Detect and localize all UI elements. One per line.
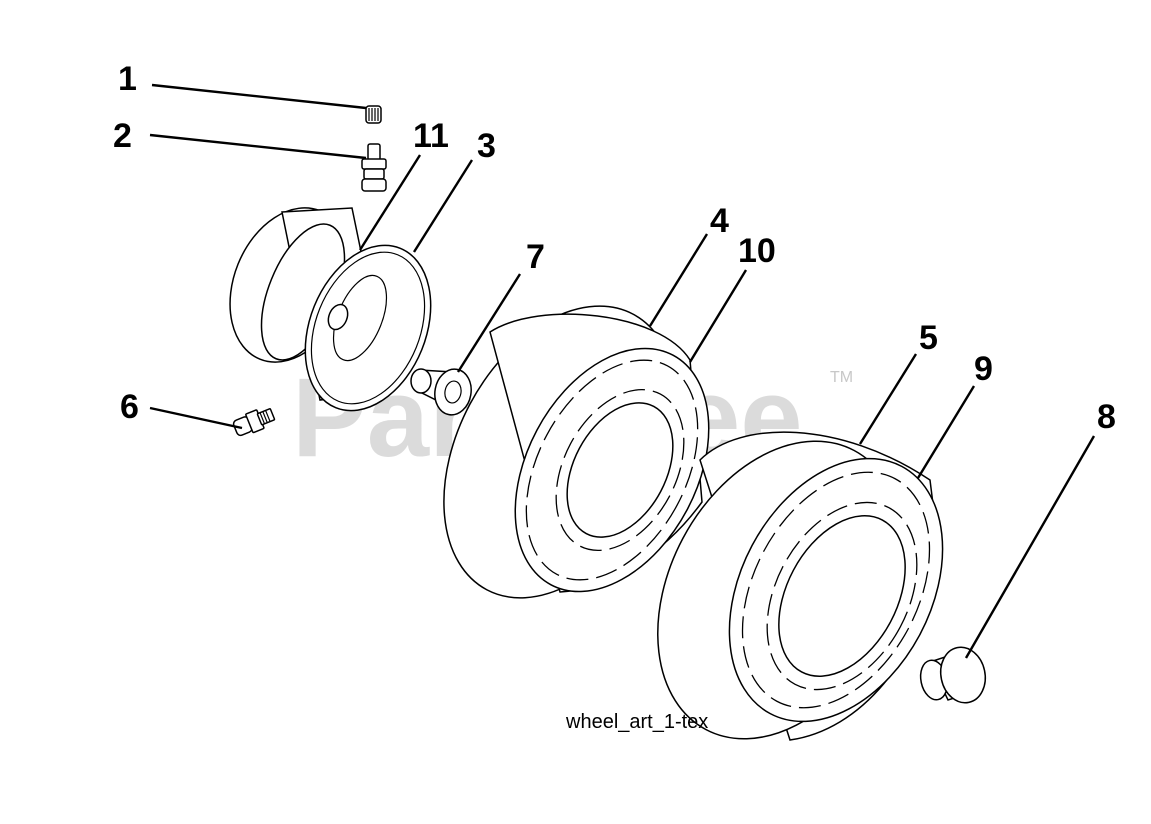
leader-11 xyxy=(358,154,422,251)
leader-10 xyxy=(688,269,748,363)
part-tire-rear xyxy=(657,431,944,741)
watermark-trademark: TM xyxy=(830,369,853,386)
callout-4: 4 xyxy=(710,202,729,240)
callout-10: 10 xyxy=(738,232,776,270)
leader-5 xyxy=(858,353,918,445)
leader-3 xyxy=(412,159,474,253)
leader-1 xyxy=(151,83,367,110)
diagram-caption: wheel_art_1-tex xyxy=(565,711,708,733)
callout-3: 3 xyxy=(477,127,496,165)
leader-6 xyxy=(149,406,243,430)
leader-7 xyxy=(456,273,522,373)
callout-1: 1 xyxy=(118,60,137,98)
part-valve-stem xyxy=(361,143,387,192)
leader-8 xyxy=(964,435,1096,659)
part-rim xyxy=(229,207,432,412)
callout-2: 2 xyxy=(113,117,132,155)
part-hub-cap xyxy=(919,646,987,704)
leader-lines xyxy=(149,83,1096,659)
callout-11: 11 xyxy=(413,117,449,155)
callout-6: 6 xyxy=(120,388,139,426)
leader-9 xyxy=(916,385,976,479)
part-valve-cap xyxy=(365,105,382,124)
part-bushing xyxy=(410,368,472,416)
part-tire-front xyxy=(443,305,710,599)
callout-5: 5 xyxy=(919,319,938,357)
callout-7: 7 xyxy=(526,238,545,276)
leader-4 xyxy=(648,233,709,327)
leader-2 xyxy=(149,133,367,160)
callout-8: 8 xyxy=(1097,398,1116,436)
part-grease-fitting xyxy=(232,408,276,437)
callout-9: 9 xyxy=(974,350,993,388)
